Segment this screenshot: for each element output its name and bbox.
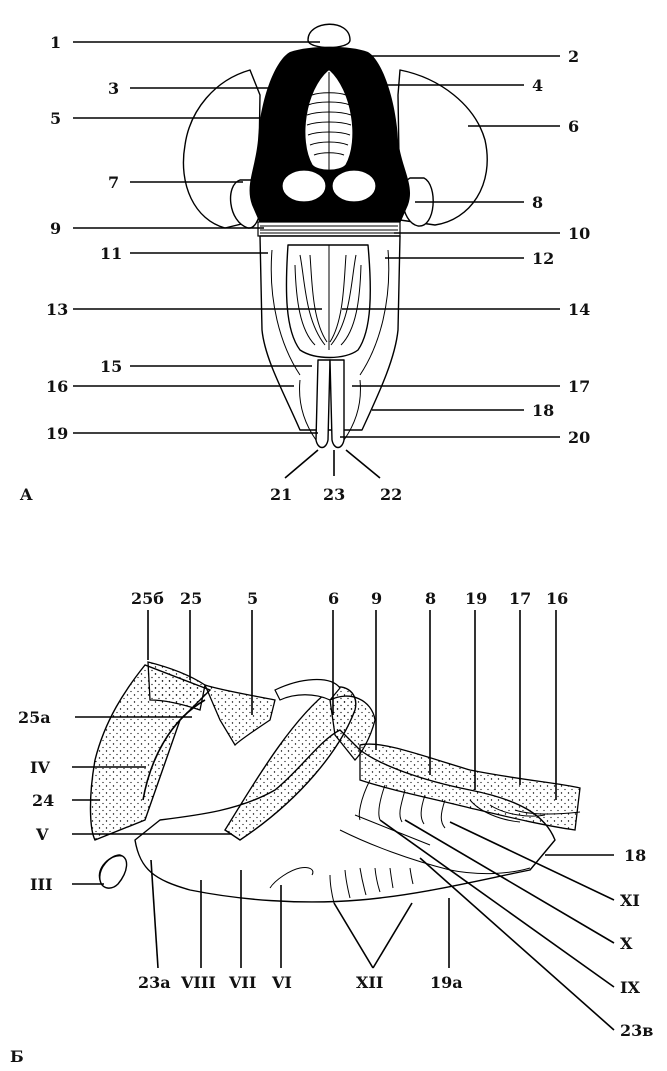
label-b-vi: VI xyxy=(271,973,292,992)
panel-b-letter: Б xyxy=(10,1047,24,1066)
label-b-18: 18 xyxy=(624,846,646,865)
label-a-9: 9 xyxy=(50,219,61,238)
label-a-23: 23 xyxy=(323,485,345,504)
label-b-25a: 25а xyxy=(18,708,51,727)
label-b-iv: IV xyxy=(30,758,50,777)
label-b-19a: 19а xyxy=(430,973,463,992)
label-b-v: V xyxy=(35,825,49,844)
label-b-23v: 23в xyxy=(620,1021,653,1040)
label-b-vii: VII xyxy=(228,973,256,992)
label-a-14: 14 xyxy=(568,300,590,319)
label-b-xi: XI xyxy=(620,891,640,910)
diamond-area xyxy=(286,245,370,358)
column-right xyxy=(330,360,344,448)
label-a-8: 8 xyxy=(532,193,543,212)
label-a-18: 18 xyxy=(532,401,554,420)
label-b-iii: III xyxy=(30,875,52,894)
label-a-7: 7 xyxy=(108,173,119,192)
label-a-3: 3 xyxy=(108,79,119,98)
label-a-2: 2 xyxy=(568,47,579,66)
label-a-22: 22 xyxy=(380,485,402,504)
label-a-6: 6 xyxy=(568,117,579,136)
label-b-xii: XII xyxy=(356,973,383,992)
label-a-4: 4 xyxy=(532,76,543,95)
label-b-viii: VIII xyxy=(180,973,216,992)
panel-a-letter: A xyxy=(19,485,33,504)
label-b-x: X xyxy=(620,934,633,953)
label-b-6: 6 xyxy=(328,589,339,608)
label-b-ix: IX xyxy=(620,978,640,997)
structure-5 xyxy=(205,685,275,745)
left-tubercle xyxy=(282,170,326,202)
label-b-16: 16 xyxy=(546,589,568,608)
label-a-10: 10 xyxy=(568,224,590,243)
label-b-9: 9 xyxy=(371,589,382,608)
label-b-25: 25 xyxy=(180,589,202,608)
nerve-iii xyxy=(100,855,127,888)
label-a-17: 17 xyxy=(568,377,590,396)
label-b-24: 24 xyxy=(32,791,54,810)
label-b-25b: 25б xyxy=(131,589,164,608)
panel-b-drawing xyxy=(90,662,580,903)
band-upper xyxy=(258,222,400,236)
label-a-20: 20 xyxy=(568,428,590,447)
label-b-23a: 23а xyxy=(138,973,171,992)
label-a-15: 15 xyxy=(100,357,122,376)
top-cap xyxy=(308,24,350,47)
label-a-11: 11 xyxy=(100,244,122,263)
label-b-8: 8 xyxy=(425,589,436,608)
label-a-19: 19 xyxy=(46,424,68,443)
label-a-1: 1 xyxy=(50,33,61,52)
pons-body xyxy=(135,730,555,902)
peduncle-top xyxy=(275,680,340,700)
label-b-19: 19 xyxy=(465,589,487,608)
label-a-16: 16 xyxy=(46,377,68,396)
column-left xyxy=(316,360,330,448)
label-a-12: 12 xyxy=(532,249,554,268)
label-b-17: 17 xyxy=(509,589,531,608)
label-a-5: 5 xyxy=(50,109,61,128)
label-a-13: 13 xyxy=(46,300,68,319)
label-b-5: 5 xyxy=(247,589,258,608)
label-a-21: 21 xyxy=(270,485,292,504)
right-tubercle xyxy=(332,170,376,202)
